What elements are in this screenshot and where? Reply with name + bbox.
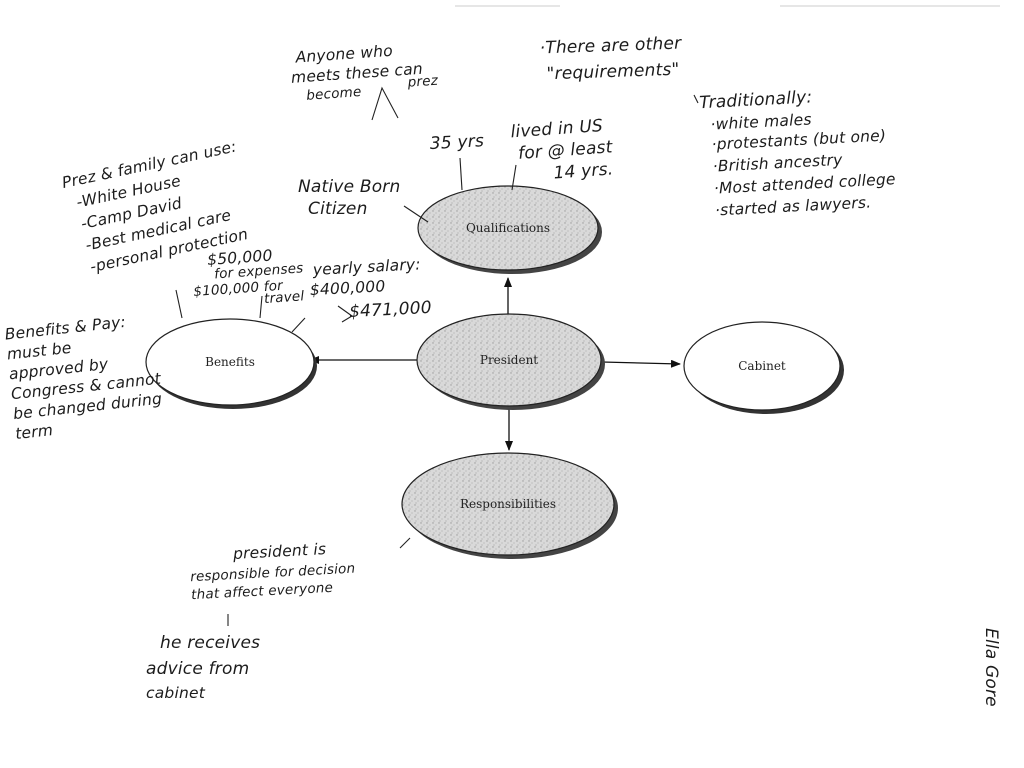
arrow-to-cabinet xyxy=(601,359,681,368)
note-anyone: Anyone who meets these can become prez xyxy=(290,42,439,104)
note-salary: yearly salary: $400,000 $471,000 xyxy=(309,255,433,322)
note-res-line: 14 yrs. xyxy=(553,159,614,183)
pen-stroke xyxy=(291,317,306,333)
cabinet-label: Cabinet xyxy=(738,359,786,373)
note-anyone-line: prez xyxy=(406,73,439,91)
note-other-line: ·There are other xyxy=(539,34,682,59)
note-trad-line: ·started as lawyers. xyxy=(715,193,872,219)
note-exp-line: $100,000 for xyxy=(193,278,285,300)
pen-stroke xyxy=(259,295,263,319)
note-native-line: Citizen xyxy=(308,199,368,219)
note-traditionally: Traditionally: ·white males ·protestants… xyxy=(699,87,896,219)
pen-stroke xyxy=(337,305,354,323)
signature: Ella Gore xyxy=(981,628,1001,707)
note-salary-line: yearly salary: xyxy=(311,255,421,279)
note-native-born: Native Born Citizen xyxy=(298,177,400,219)
qualifications-label: Qualifications xyxy=(466,221,550,235)
note-salary-line: $471,000 xyxy=(349,298,433,322)
note-other-line: "requirements" xyxy=(546,60,680,85)
benefits-label: Benefits xyxy=(205,355,255,369)
pen-stroke xyxy=(403,205,429,223)
note-expenses: $50,000 for expenses $100,000 for travel xyxy=(193,246,305,307)
node-qualifications: Qualifications xyxy=(417,185,602,274)
note-advice-line: he receives xyxy=(160,633,260,653)
note-benefits-pay: Benefits & Pay: must be approved by Cong… xyxy=(4,313,163,443)
pen-stroke xyxy=(459,157,463,191)
node-cabinet: Cabinet xyxy=(683,321,844,414)
note-advice-line: cabinet xyxy=(146,684,206,702)
note-advice: he receives advice from cabinet xyxy=(146,633,260,702)
note-resp-line: president is xyxy=(232,540,327,563)
pen-stroke xyxy=(399,537,411,549)
note-residency: lived in US for @ least 14 yrs. xyxy=(510,116,614,184)
pen-stroke xyxy=(175,289,183,319)
note-pay-line: term xyxy=(14,421,54,443)
note-trad-line: Traditionally: xyxy=(699,87,813,113)
pen-stroke xyxy=(511,164,517,191)
note-age: 35 yrs xyxy=(429,131,484,154)
note-native-line: Native Born xyxy=(298,177,400,197)
node-benefits: Benefits xyxy=(145,318,317,409)
president-label: President xyxy=(480,353,538,367)
note-exp-line: travel xyxy=(264,288,305,307)
note-anyone-line: become xyxy=(306,84,362,104)
note-trad-line: ·British ancestry xyxy=(712,151,843,176)
pen-stroke xyxy=(693,94,699,104)
note-exp-line: $50,000 xyxy=(207,246,274,269)
note-advice-line: advice from xyxy=(146,659,249,679)
note-exp-line: for expenses xyxy=(214,260,304,282)
note-other-requirements: ·There are other "requirements" xyxy=(539,34,682,85)
responsibilities-label: Responsibilities xyxy=(460,497,556,511)
note-salary-line: $400,000 xyxy=(309,277,385,299)
pen-stroke xyxy=(371,86,399,121)
node-president: President xyxy=(416,313,605,410)
note-trad-line: ·white males xyxy=(710,110,812,133)
node-responsibilities: Responsibilities xyxy=(401,452,618,559)
note-responsible: president is responsible for decision th… xyxy=(190,540,356,603)
note-resp-line: that affect everyone xyxy=(191,580,334,603)
